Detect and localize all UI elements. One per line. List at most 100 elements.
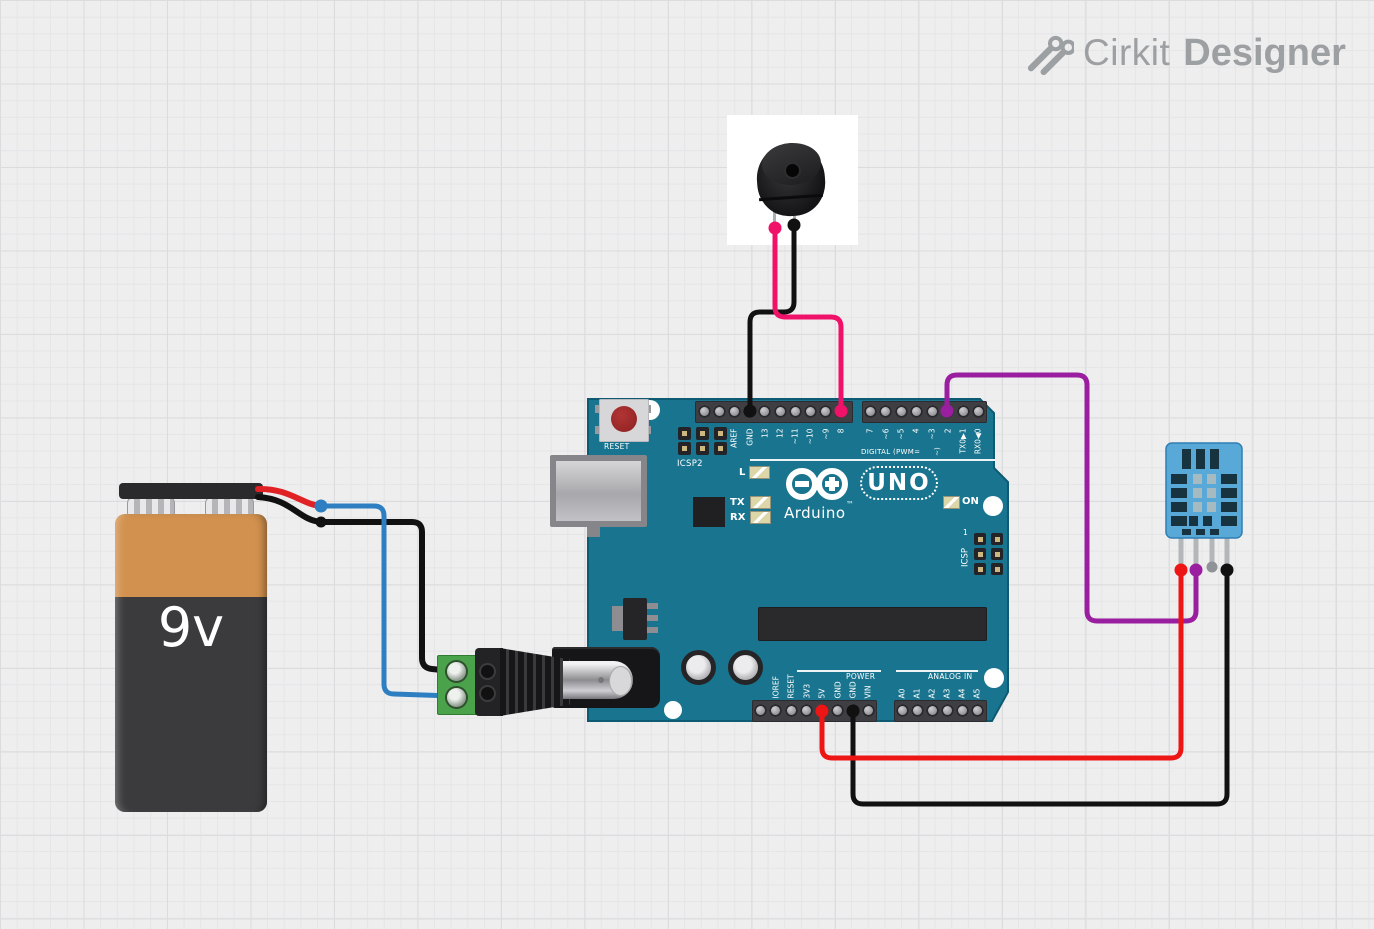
pin[interactable] (831, 704, 844, 717)
battery-body[interactable] (115, 514, 267, 812)
terminal-screw[interactable] (447, 688, 466, 707)
terminal-screw[interactable] (447, 662, 466, 681)
battery-cap (119, 483, 263, 499)
pin[interactable] (698, 405, 711, 418)
icsp2-label: ICSP2 (677, 459, 703, 469)
wire-junction[interactable] (315, 516, 327, 528)
icsp2-pin[interactable] (696, 442, 709, 455)
dht11-legs (1178, 537, 1230, 567)
buzzer-leg (773, 210, 776, 228)
wire-junction[interactable] (834, 404, 848, 418)
icsp2-pin[interactable] (678, 427, 691, 440)
adapter-cone (500, 648, 570, 716)
wire-junction[interactable] (1220, 563, 1234, 577)
icsp-pin[interactable] (974, 533, 986, 545)
pin[interactable] (789, 405, 802, 418)
icsp-pin[interactable] (974, 548, 986, 560)
wire-dht-gnd[interactable] (850, 567, 1230, 807)
atmega-chip (758, 607, 987, 641)
pin[interactable] (864, 405, 877, 418)
wire-jack-blue[interactable] (318, 503, 455, 699)
wire-battery-negative[interactable] (255, 494, 455, 674)
dht11-sensor[interactable] (1165, 441, 1243, 571)
wire-dht-data[interactable] (944, 372, 1199, 624)
arduino-logo-icon (786, 468, 818, 500)
pin[interactable] (879, 405, 892, 418)
cirkit-designer-watermark: Cirkit Designer (1026, 30, 1346, 76)
icsp-pin[interactable] (991, 563, 1003, 575)
usb-tab (587, 527, 600, 537)
pin[interactable] (800, 704, 813, 717)
adapter-screw (481, 665, 494, 678)
mounting-hole (664, 701, 682, 719)
wire-junction[interactable] (1189, 563, 1203, 577)
pin[interactable] (911, 704, 924, 717)
arduino-logo-icon (816, 468, 848, 500)
regulator-leg (647, 627, 658, 633)
icsp2-pin[interactable] (696, 427, 709, 440)
battery-voltage-label: 9v (157, 596, 225, 659)
wire-junction[interactable] (815, 704, 829, 718)
barrel-dot (598, 677, 604, 683)
silkscreen-line (750, 459, 995, 461)
logo-plus (829, 477, 835, 491)
pin[interactable] (957, 405, 970, 418)
adapter-body (475, 648, 503, 716)
pin[interactable] (941, 704, 954, 717)
digital-header-right (862, 401, 987, 423)
pin[interactable] (804, 405, 817, 418)
usb-connector-face (556, 461, 641, 521)
pin[interactable] (896, 704, 909, 717)
pin[interactable] (713, 405, 726, 418)
reset-label: RESET (604, 442, 630, 451)
led-rx (750, 511, 771, 524)
pin[interactable] (728, 405, 741, 418)
pin[interactable] (785, 704, 798, 717)
wire-buzzer-signal[interactable] (772, 225, 844, 411)
regulator-leg (647, 603, 658, 609)
wire-junction[interactable] (940, 404, 954, 418)
wire-buzzer-gnd[interactable] (747, 222, 797, 411)
wire-junction[interactable] (314, 499, 328, 513)
pin[interactable] (862, 704, 875, 717)
led-l-label: L (739, 467, 746, 478)
icsp-pin[interactable] (991, 548, 1003, 560)
icsp2-pin[interactable] (714, 442, 727, 455)
brand-name-regular: Cirkit (1083, 32, 1171, 73)
unused-pin-dot[interactable] (1206, 561, 1218, 573)
pin[interactable] (758, 405, 771, 418)
pin[interactable] (972, 405, 985, 418)
pin[interactable] (971, 704, 984, 717)
pin[interactable] (926, 405, 939, 418)
pin[interactable] (926, 704, 939, 717)
wire-junction[interactable] (846, 704, 860, 718)
pin[interactable] (769, 704, 782, 717)
analog-caption: ANALOG IN (928, 672, 973, 681)
pin[interactable] (774, 405, 787, 418)
pin[interactable] (819, 405, 832, 418)
barrel-tip (609, 666, 632, 696)
wire-dht-vcc[interactable] (819, 567, 1184, 761)
wire-junction[interactable] (768, 221, 782, 235)
icsp-pin1-label: 1 (963, 528, 969, 537)
regulator-tab (612, 606, 624, 631)
vent-grid (1171, 449, 1237, 535)
pin[interactable] (754, 704, 767, 717)
icsp-pin[interactable] (991, 533, 1003, 545)
power-caption: POWER (846, 672, 876, 681)
wire-junction[interactable] (787, 218, 801, 232)
icsp-pin[interactable] (974, 563, 986, 575)
wire-junction[interactable] (743, 404, 757, 418)
digital-caption: DIGITAL (PWM= (861, 448, 921, 456)
pin[interactable] (956, 704, 969, 717)
icsp2-pin[interactable] (678, 442, 691, 455)
pin[interactable] (910, 405, 923, 418)
wire-junction[interactable] (1174, 563, 1188, 577)
icsp2-pin[interactable] (714, 427, 727, 440)
regulator-leg (647, 615, 658, 621)
pin[interactable] (895, 405, 908, 418)
reset-button-cap[interactable] (611, 406, 637, 432)
led-tx (750, 496, 771, 509)
